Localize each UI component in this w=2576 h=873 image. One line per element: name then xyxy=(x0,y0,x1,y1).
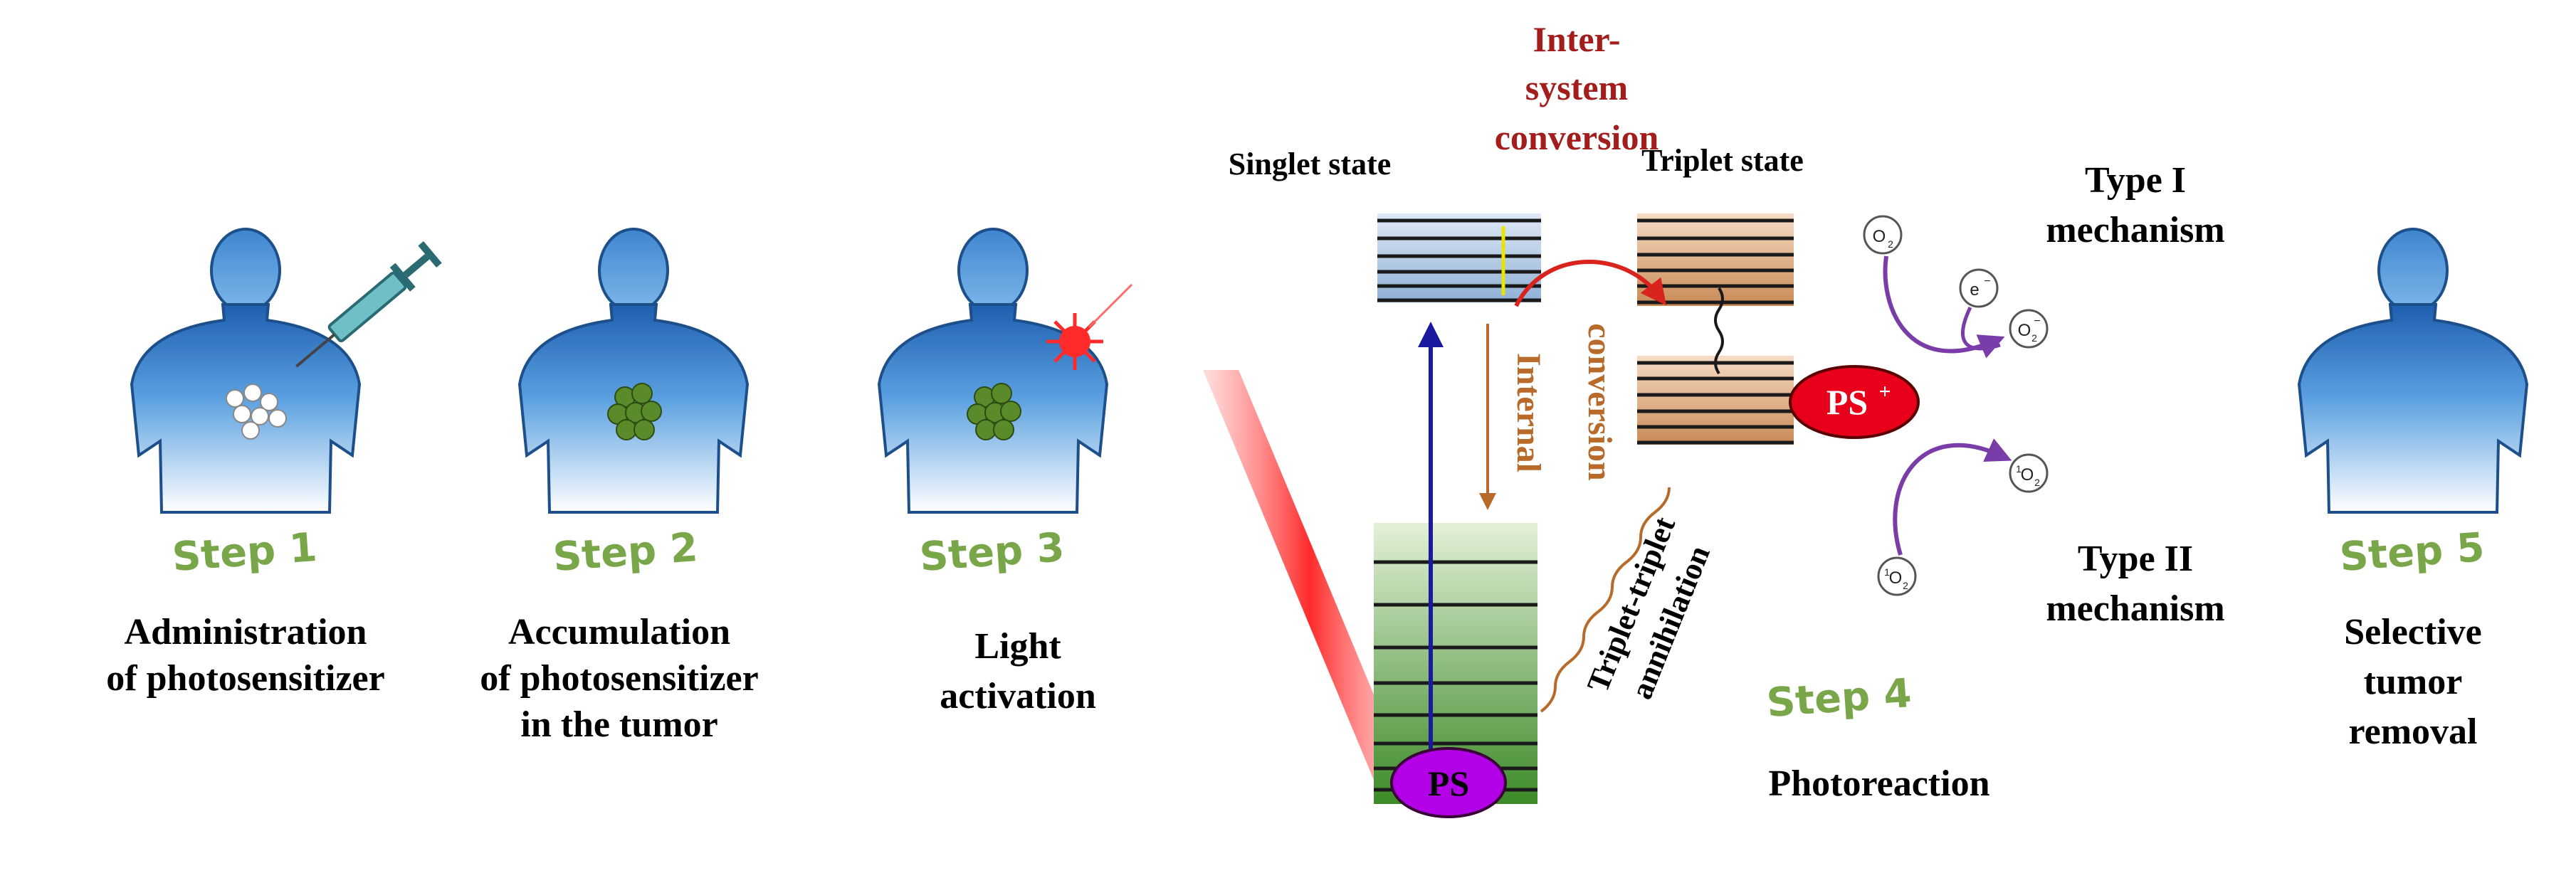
type1-arrow-a xyxy=(1883,255,2005,359)
tumor-cluster xyxy=(967,383,1021,440)
ps-plus-label: PS xyxy=(1826,382,1868,422)
isc-line2: system xyxy=(1525,68,1628,107)
step3-group: Step 3 Light activation xyxy=(878,228,1133,716)
type2-line1: Type II xyxy=(2078,539,2193,579)
ps-label: PS xyxy=(1428,763,1469,803)
step2-group: Step 2 Accumulation of photosensitizer i… xyxy=(480,228,759,745)
laser-beam xyxy=(1203,370,1416,797)
step4-line1: Photoreaction xyxy=(1769,763,1990,804)
type1-arrow-b xyxy=(1961,306,2001,351)
tumor-cluster xyxy=(607,383,662,440)
conversion-label: conversion xyxy=(1581,323,1619,480)
electron-sup: − xyxy=(1984,275,1990,287)
step5-line1: Selective xyxy=(2344,612,2481,652)
singlet-sub-2: 2 xyxy=(1903,580,1908,591)
superoxide-label: O xyxy=(2018,321,2031,340)
laser-burst-icon xyxy=(1046,283,1133,370)
o2-species: O 2 xyxy=(1863,215,1903,255)
tta-squiggle xyxy=(1540,487,1671,713)
step1-label: Step 1 xyxy=(171,524,319,581)
singlet-pre-1: 1 xyxy=(2016,463,2022,475)
step2-line3: in the tumor xyxy=(520,704,717,745)
person-icon xyxy=(878,228,1108,514)
step3-label: Step 3 xyxy=(918,524,1066,581)
singlet-state-stack xyxy=(1377,213,1541,302)
o2-label: O xyxy=(1873,227,1886,246)
person-icon xyxy=(2298,228,2528,514)
step2-line2: of photosensitizer xyxy=(480,658,758,699)
singlet-oxygen-species-2: 1 O 2 xyxy=(1877,556,1917,596)
person-icon xyxy=(130,228,361,514)
triplet-state-label: Triplet state xyxy=(1641,143,1804,178)
superoxide-sup: − xyxy=(2034,315,2040,327)
step5-line3: removal xyxy=(2349,711,2478,752)
ps-plus-ellipse: PS + xyxy=(1789,365,1920,439)
singlet-o-1: O xyxy=(2021,465,2034,485)
photosensitizer-dots xyxy=(226,383,287,440)
ps-plus-sup: + xyxy=(1878,380,1891,403)
step1-line1: Administration xyxy=(125,612,367,652)
step2-line1: Accumulation xyxy=(508,612,730,652)
type2-arrow xyxy=(1893,438,2012,556)
superoxide-sub: 2 xyxy=(2031,332,2037,344)
isc-line1: Inter- xyxy=(1533,19,1620,59)
step1-group: Step 1 Administration of photosensitizer xyxy=(106,228,442,699)
singlet-o-2: O xyxy=(1889,568,1903,588)
mechanism-group: O 2 e − O 2 − 1 O 2 1 O 2 Typ xyxy=(1863,160,2225,629)
electron-label: e xyxy=(1970,280,1979,300)
step3-line2: activation xyxy=(940,676,1096,716)
person-icon xyxy=(518,228,749,514)
isc-line3: conversion xyxy=(1495,117,1659,157)
step5-label: Step 5 xyxy=(2338,524,2486,581)
singlet-oxygen-species-1: 1 O 2 xyxy=(2009,453,2049,493)
step5-group: Step 5 Selective tumor removal xyxy=(2298,228,2528,752)
singlet-sub-1: 2 xyxy=(2034,477,2040,488)
type1-line2: mechanism xyxy=(2046,210,2224,250)
step5-line2: tumor xyxy=(2364,662,2463,702)
step4-label: Step 4 xyxy=(1765,670,1913,726)
syringe-icon xyxy=(295,240,442,368)
o2-sub: 2 xyxy=(1888,238,1893,250)
ps-ellipse: PS xyxy=(1390,747,1507,818)
vibrational-relaxation-squiggle xyxy=(1714,287,1724,375)
type2-line2: mechanism xyxy=(2046,588,2224,629)
electron-species: e − xyxy=(1959,268,1999,308)
singlet-state-label: Singlet state xyxy=(1229,147,1392,181)
step3-line1: Light xyxy=(974,626,1061,667)
step2-label: Step 2 xyxy=(552,524,700,581)
superoxide-species: O 2 − xyxy=(2009,309,2049,349)
jablonski-diagram: PS PS + Singlet state Triplet state Inte… xyxy=(1203,19,1990,818)
internal-label: Internal xyxy=(1510,353,1547,472)
singlet-pre-2: 1 xyxy=(1884,566,1890,578)
type1-line1: Type I xyxy=(2085,160,2186,201)
triplet-state-stack xyxy=(1637,213,1794,445)
step1-line2: of photosensitizer xyxy=(106,658,384,699)
isc-arrow xyxy=(1514,259,1666,307)
